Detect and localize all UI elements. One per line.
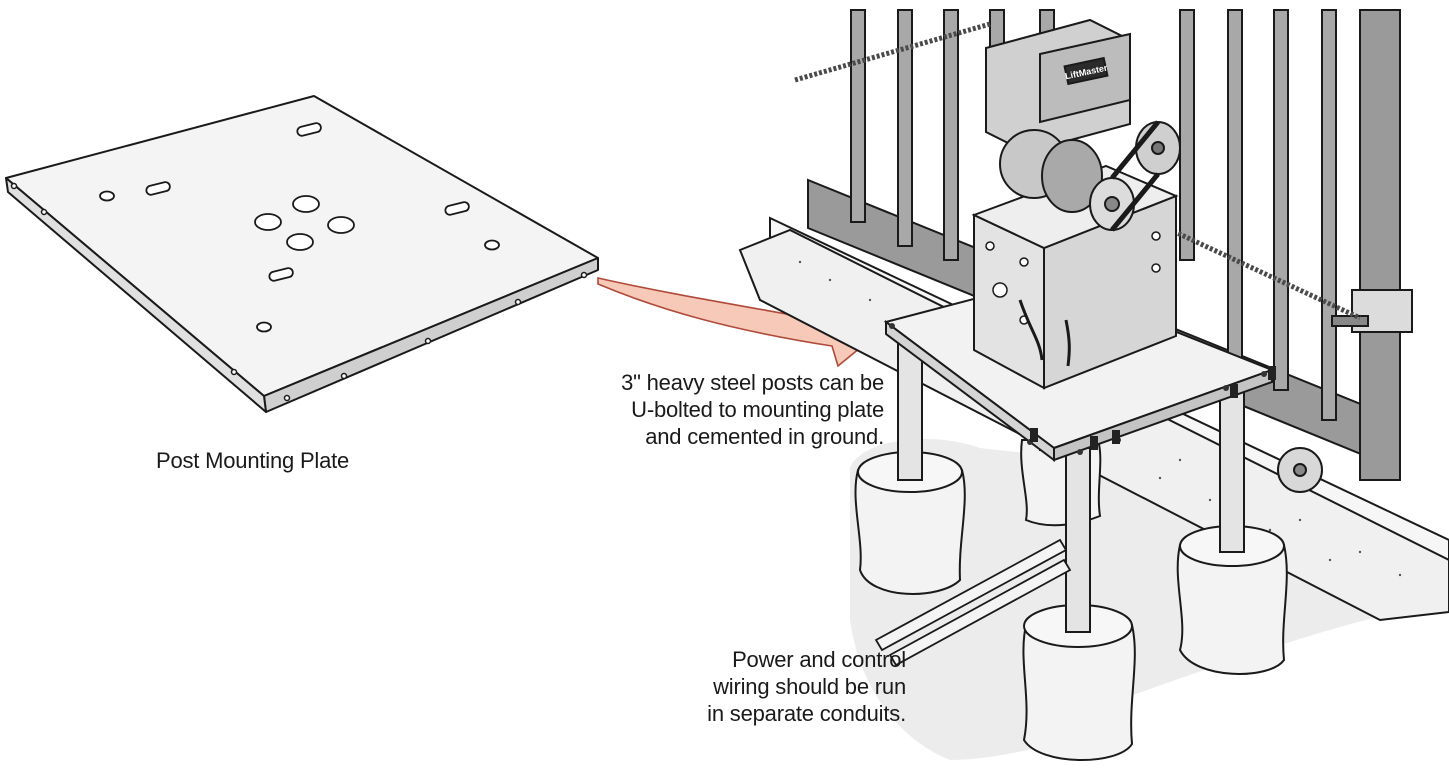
footing-right [1176, 391, 1288, 675]
conduit-power [874, 538, 1068, 652]
caption-line: Post Mounting Plate [156, 448, 350, 473]
caption-wiring-conduits: Power and control wiring should be run i… [600, 646, 906, 727]
footing-front [1022, 447, 1136, 761]
caption-steel-posts: 3" heavy steel posts can be U-bolted to … [582, 369, 884, 450]
post-back-left [897, 329, 923, 481]
post-right [1219, 391, 1245, 553]
caption-line: Power and control [732, 647, 906, 672]
drive-chain [794, 21, 1362, 321]
u-bolts [1030, 366, 1276, 450]
brand-plate [1063, 56, 1109, 86]
caption-line: and cemented in ground. [645, 424, 884, 449]
footings [854, 329, 1288, 761]
gate-end-post [1359, 9, 1401, 481]
drive-belt [1110, 120, 1160, 232]
gate-operator: LiftMaster [971, 18, 1181, 390]
caption-post-mounting-plate: Post Mounting Plate [156, 447, 349, 474]
post-front [1065, 447, 1091, 633]
plate-edge-holes [10, 182, 588, 402]
caption-line: U-bolted to mounting plate [631, 397, 884, 422]
post-mounting-plate [5, 95, 599, 413]
conduit-control [888, 558, 1072, 667]
plate-holes [99, 122, 500, 333]
conduits [874, 538, 1072, 667]
caption-line: 3" heavy steel posts can be [621, 370, 884, 395]
footing-back-left [854, 329, 966, 595]
caption-line: wiring should be run [713, 674, 906, 699]
caption-line: in separate conduits. [707, 701, 906, 726]
plate-left-edge [5, 177, 267, 413]
